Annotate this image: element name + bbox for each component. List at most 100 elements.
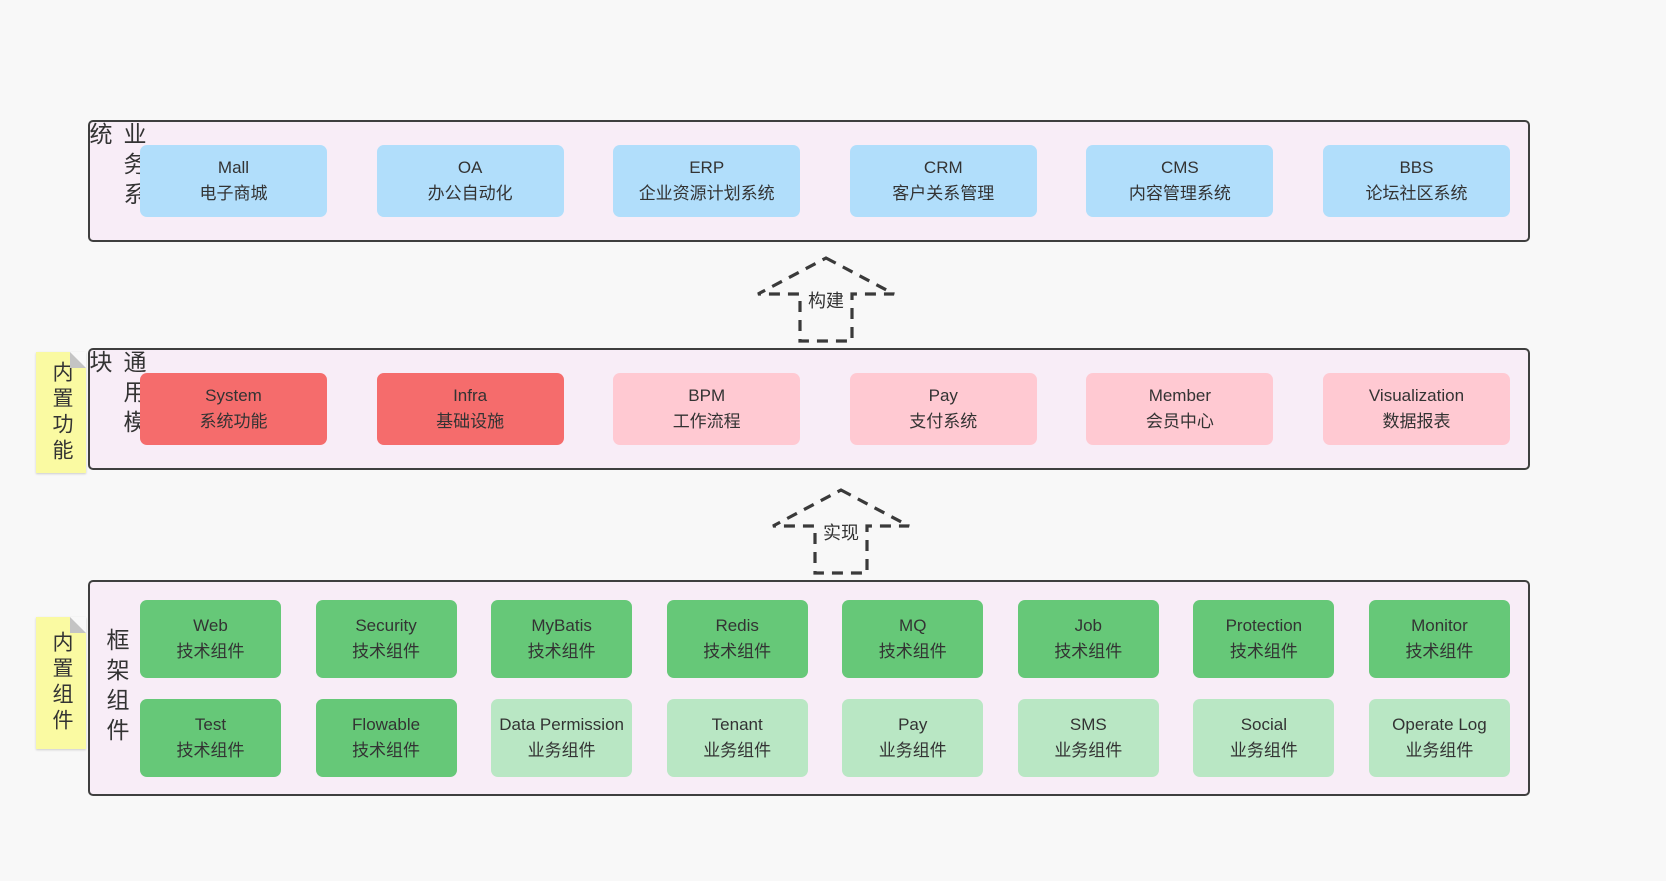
box-title: Security (355, 615, 417, 635)
framework-components-row-2: Test 技术组件 Flowable 技术组件 Data Permission … (140, 698, 1510, 777)
box-cms: CMS 内容管理系统 (1086, 145, 1274, 217)
dashed-up-arrow-icon (772, 488, 910, 575)
box-title: Visualization (1368, 386, 1465, 405)
box-test: Test 技术组件 (140, 698, 281, 777)
box-pay-component: Pay 业务组件 (842, 698, 984, 777)
box-subtitle: 企业资源计划系统 (638, 184, 775, 203)
box-title: MyBatis (531, 615, 592, 635)
box-tenant: Tenant 业务组件 (666, 698, 808, 777)
build-arrow: 构建 (751, 254, 901, 344)
box-subtitle: 业务组件 (1229, 740, 1298, 760)
box-protection: Protection 技术组件 (1193, 599, 1335, 678)
implement-arrow-label: 实现 (820, 519, 862, 545)
box-subtitle: 基础设施 (436, 412, 505, 431)
framework-components-layer: 框架组件 Web 技术组件 Security 技术组件 MyBatis 技术组件… (88, 580, 1530, 796)
box-subtitle: 电子商城 (199, 184, 268, 203)
box-bpm: BPM 工作流程 (613, 373, 801, 445)
box-subtitle: 办公自动化 (427, 184, 513, 203)
sticky-label: 内置功能 (50, 360, 73, 465)
box-pay-module: Pay 支付系统 (849, 373, 1037, 445)
box-member: Member 会员中心 (1086, 373, 1274, 445)
box-subtitle: 技术组件 (878, 641, 947, 661)
box-web: Web 技术组件 (140, 599, 281, 678)
box-title: Tenant (711, 714, 763, 734)
box-subtitle: 技术组件 (352, 740, 421, 760)
box-mq: MQ 技术组件 (842, 599, 984, 678)
business-systems-layer: 业务系统 Mall 电子商城 OA 办公自动化 ERP 企业资源计划系统 CRM… (86, 120, 1530, 242)
box-data-permission: Data Permission 业务组件 (491, 698, 633, 777)
box-crm: CRM 客户关系管理 (849, 145, 1037, 217)
box-title: Web (193, 615, 228, 635)
build-arrow-label: 构建 (805, 287, 847, 313)
business-systems-boxes: Mall 电子商城 OA 办公自动化 ERP 企业资源计划系统 CRM 客户关系… (136, 145, 1528, 217)
box-title: ERP (689, 158, 725, 177)
box-subtitle: 技术组件 (352, 641, 421, 661)
box-title: BBS (1399, 158, 1434, 177)
box-title: SMS (1069, 714, 1107, 734)
box-title: Mall (217, 158, 250, 177)
common-modules-layer: 通用模块 System 系统功能 Infra 基础设施 BPM 工作流程 Pay… (86, 348, 1530, 470)
box-subtitle: 技术组件 (1054, 641, 1123, 661)
sticky-label: 内置组件 (50, 631, 73, 735)
built-in-components-sticky: 内置组件 (36, 617, 86, 749)
box-subtitle: 技术组件 (176, 740, 245, 760)
dashed-up-arrow-icon (757, 256, 895, 343)
sticky-fold-icon (70, 352, 86, 368)
box-visualization: Visualization 数据报表 (1322, 373, 1510, 445)
box-title: Operate Log (1392, 714, 1487, 734)
box-subtitle: 技术组件 (703, 641, 772, 661)
box-title: Test (194, 714, 227, 734)
box-title: BPM (688, 386, 726, 405)
layer-side-label: 业务系统 (86, 122, 146, 212)
box-subtitle: 业务组件 (1405, 740, 1474, 760)
box-title: System (205, 386, 262, 405)
box-redis: Redis 技术组件 (666, 599, 808, 678)
box-subtitle: 业务组件 (703, 740, 772, 760)
layer-side-label: 框架组件 (103, 628, 129, 748)
box-title: Redis (715, 615, 759, 635)
implement-arrow: 实现 (766, 486, 916, 576)
box-title: CRM (923, 158, 963, 177)
box-security: Security 技术组件 (315, 599, 457, 678)
box-sms: SMS 业务组件 (1017, 698, 1159, 777)
box-title: Pay (928, 386, 958, 405)
box-social: Social 业务组件 (1193, 698, 1335, 777)
box-subtitle: 系统功能 (199, 412, 268, 431)
box-subtitle: 数据报表 (1382, 412, 1451, 431)
box-subtitle: 内容管理系统 (1128, 184, 1231, 203)
box-title: Flowable (352, 714, 421, 734)
box-erp: ERP 企业资源计划系统 (613, 145, 801, 217)
box-title: Infra (453, 386, 488, 405)
box-title: MQ (899, 615, 927, 635)
box-subtitle: 客户关系管理 (892, 184, 995, 203)
box-flowable: Flowable 技术组件 (315, 698, 457, 777)
box-title: Data Permission (499, 714, 624, 734)
box-operate-log: Operate Log 业务组件 (1368, 698, 1510, 777)
common-modules-boxes: System 系统功能 Infra 基础设施 BPM 工作流程 Pay 支付系统… (136, 373, 1528, 445)
box-subtitle: 业务组件 (1054, 740, 1123, 760)
box-title: CMS (1160, 158, 1199, 177)
framework-components-rows: Web 技术组件 Security 技术组件 MyBatis 技术组件 Redi… (136, 599, 1528, 777)
box-mall: Mall 电子商城 (140, 145, 327, 217)
sticky-fold-icon (70, 617, 86, 633)
box-title: Member (1148, 386, 1212, 405)
box-oa: OA 办公自动化 (376, 145, 564, 217)
framework-components-row-1: Web 技术组件 Security 技术组件 MyBatis 技术组件 Redi… (140, 599, 1510, 678)
box-system: System 系统功能 (140, 373, 327, 445)
layer-side-label: 通用模块 (86, 350, 146, 440)
box-subtitle: 支付系统 (909, 412, 978, 431)
box-title: Job (1074, 615, 1103, 635)
box-title: Protection (1225, 615, 1303, 635)
box-bbs: BBS 论坛社区系统 (1322, 145, 1510, 217)
box-title: Social (1240, 714, 1288, 734)
box-subtitle: 工作流程 (672, 412, 741, 431)
box-mybatis: MyBatis 技术组件 (491, 599, 633, 678)
box-subtitle: 技术组件 (1405, 641, 1474, 661)
box-job: Job 技术组件 (1017, 599, 1159, 678)
box-title: OA (457, 158, 483, 177)
box-subtitle: 技术组件 (176, 641, 245, 661)
box-subtitle: 业务组件 (527, 740, 596, 760)
box-infra: Infra 基础设施 (376, 373, 564, 445)
box-title: Pay (898, 714, 928, 734)
